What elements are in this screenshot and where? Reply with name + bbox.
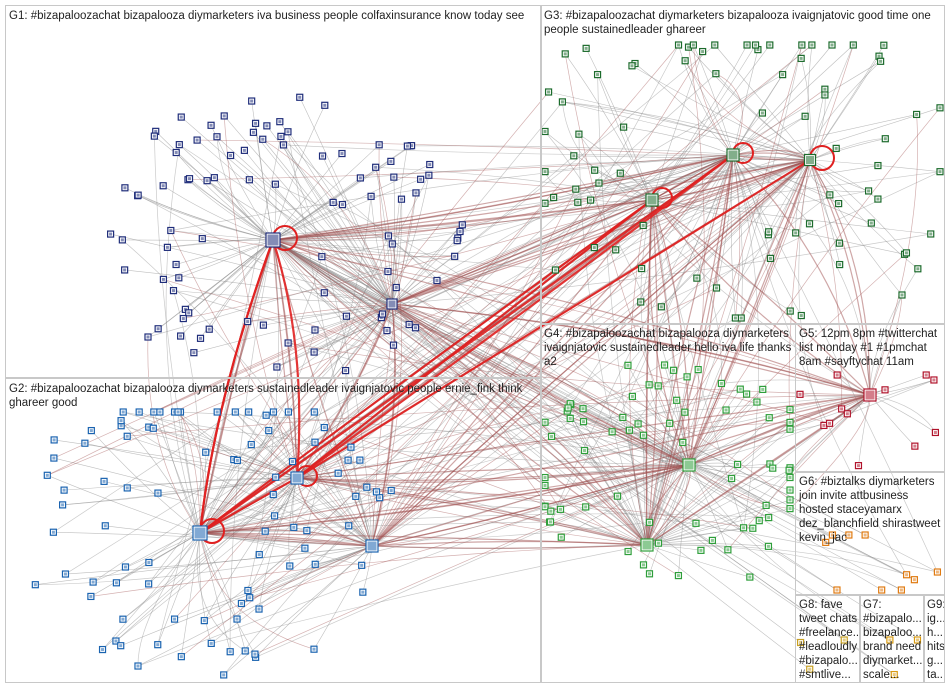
group-label-g7: G7: #bizapalo... bizapaloo... brand need… xyxy=(863,598,923,680)
group-panel-g2 xyxy=(5,378,542,683)
group-label-g2: G2: #bizapaloozachat bizapalooza diymark… xyxy=(9,382,534,410)
group-panel-g4 xyxy=(540,323,796,683)
group-label-g5: G5: 12pm 8pm #twitterchat list monday #1… xyxy=(799,327,941,369)
group-panel-g3 xyxy=(540,5,945,325)
group-label-g3: G3: #bizapaloozachat diymarketers bizapa… xyxy=(544,9,939,37)
group-label-g9: G9: ig... h... hits g... ta... xyxy=(927,598,944,680)
group-label-g8: G8: fave tweet chats #freelance... #lead… xyxy=(799,598,859,680)
group-label-g6: G6: #biztalks diymarketers join invite a… xyxy=(799,475,941,545)
group-panel-g1 xyxy=(5,5,542,378)
group-label-g1: G1: #bizapaloozachat bizapalooza diymark… xyxy=(9,9,534,23)
group-label-g4: G4: #bizapaloozachat bizapalooza diymark… xyxy=(544,327,792,369)
